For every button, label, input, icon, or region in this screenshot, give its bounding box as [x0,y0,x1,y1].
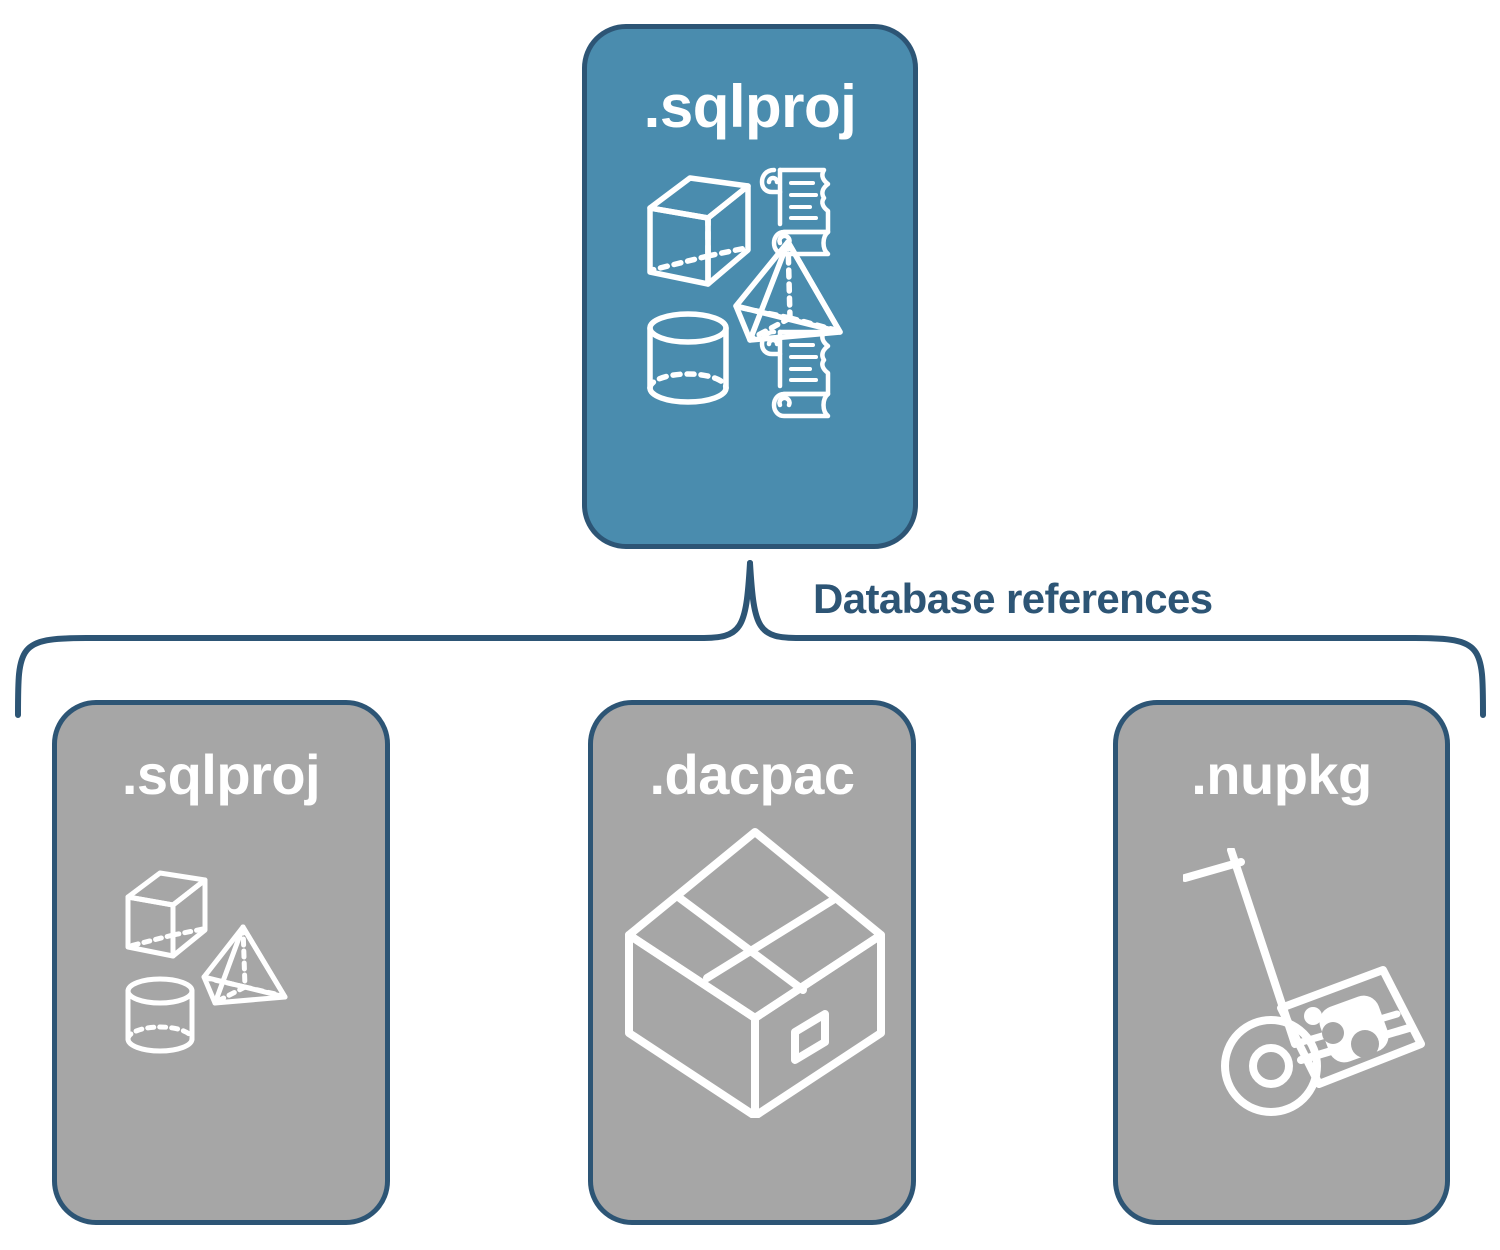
root-node-label: .sqlproj [643,73,857,140]
database-references-label: Database references [813,575,1213,622]
reference-node-label: .sqlproj [121,743,321,806]
reference-node-sqlproj[interactable]: .sqlproj [52,700,390,1225]
reference-node-label: .dacpac [649,743,855,806]
reference-node-dacpac[interactable]: .dacpac [588,700,916,1225]
reference-node-label: .nupkg [1191,743,1372,806]
root-node-sqlproj[interactable]: .sqlproj [582,24,918,549]
reference-node-nupkg[interactable]: .nupkg [1113,700,1450,1225]
database-references-brace [15,560,1486,718]
